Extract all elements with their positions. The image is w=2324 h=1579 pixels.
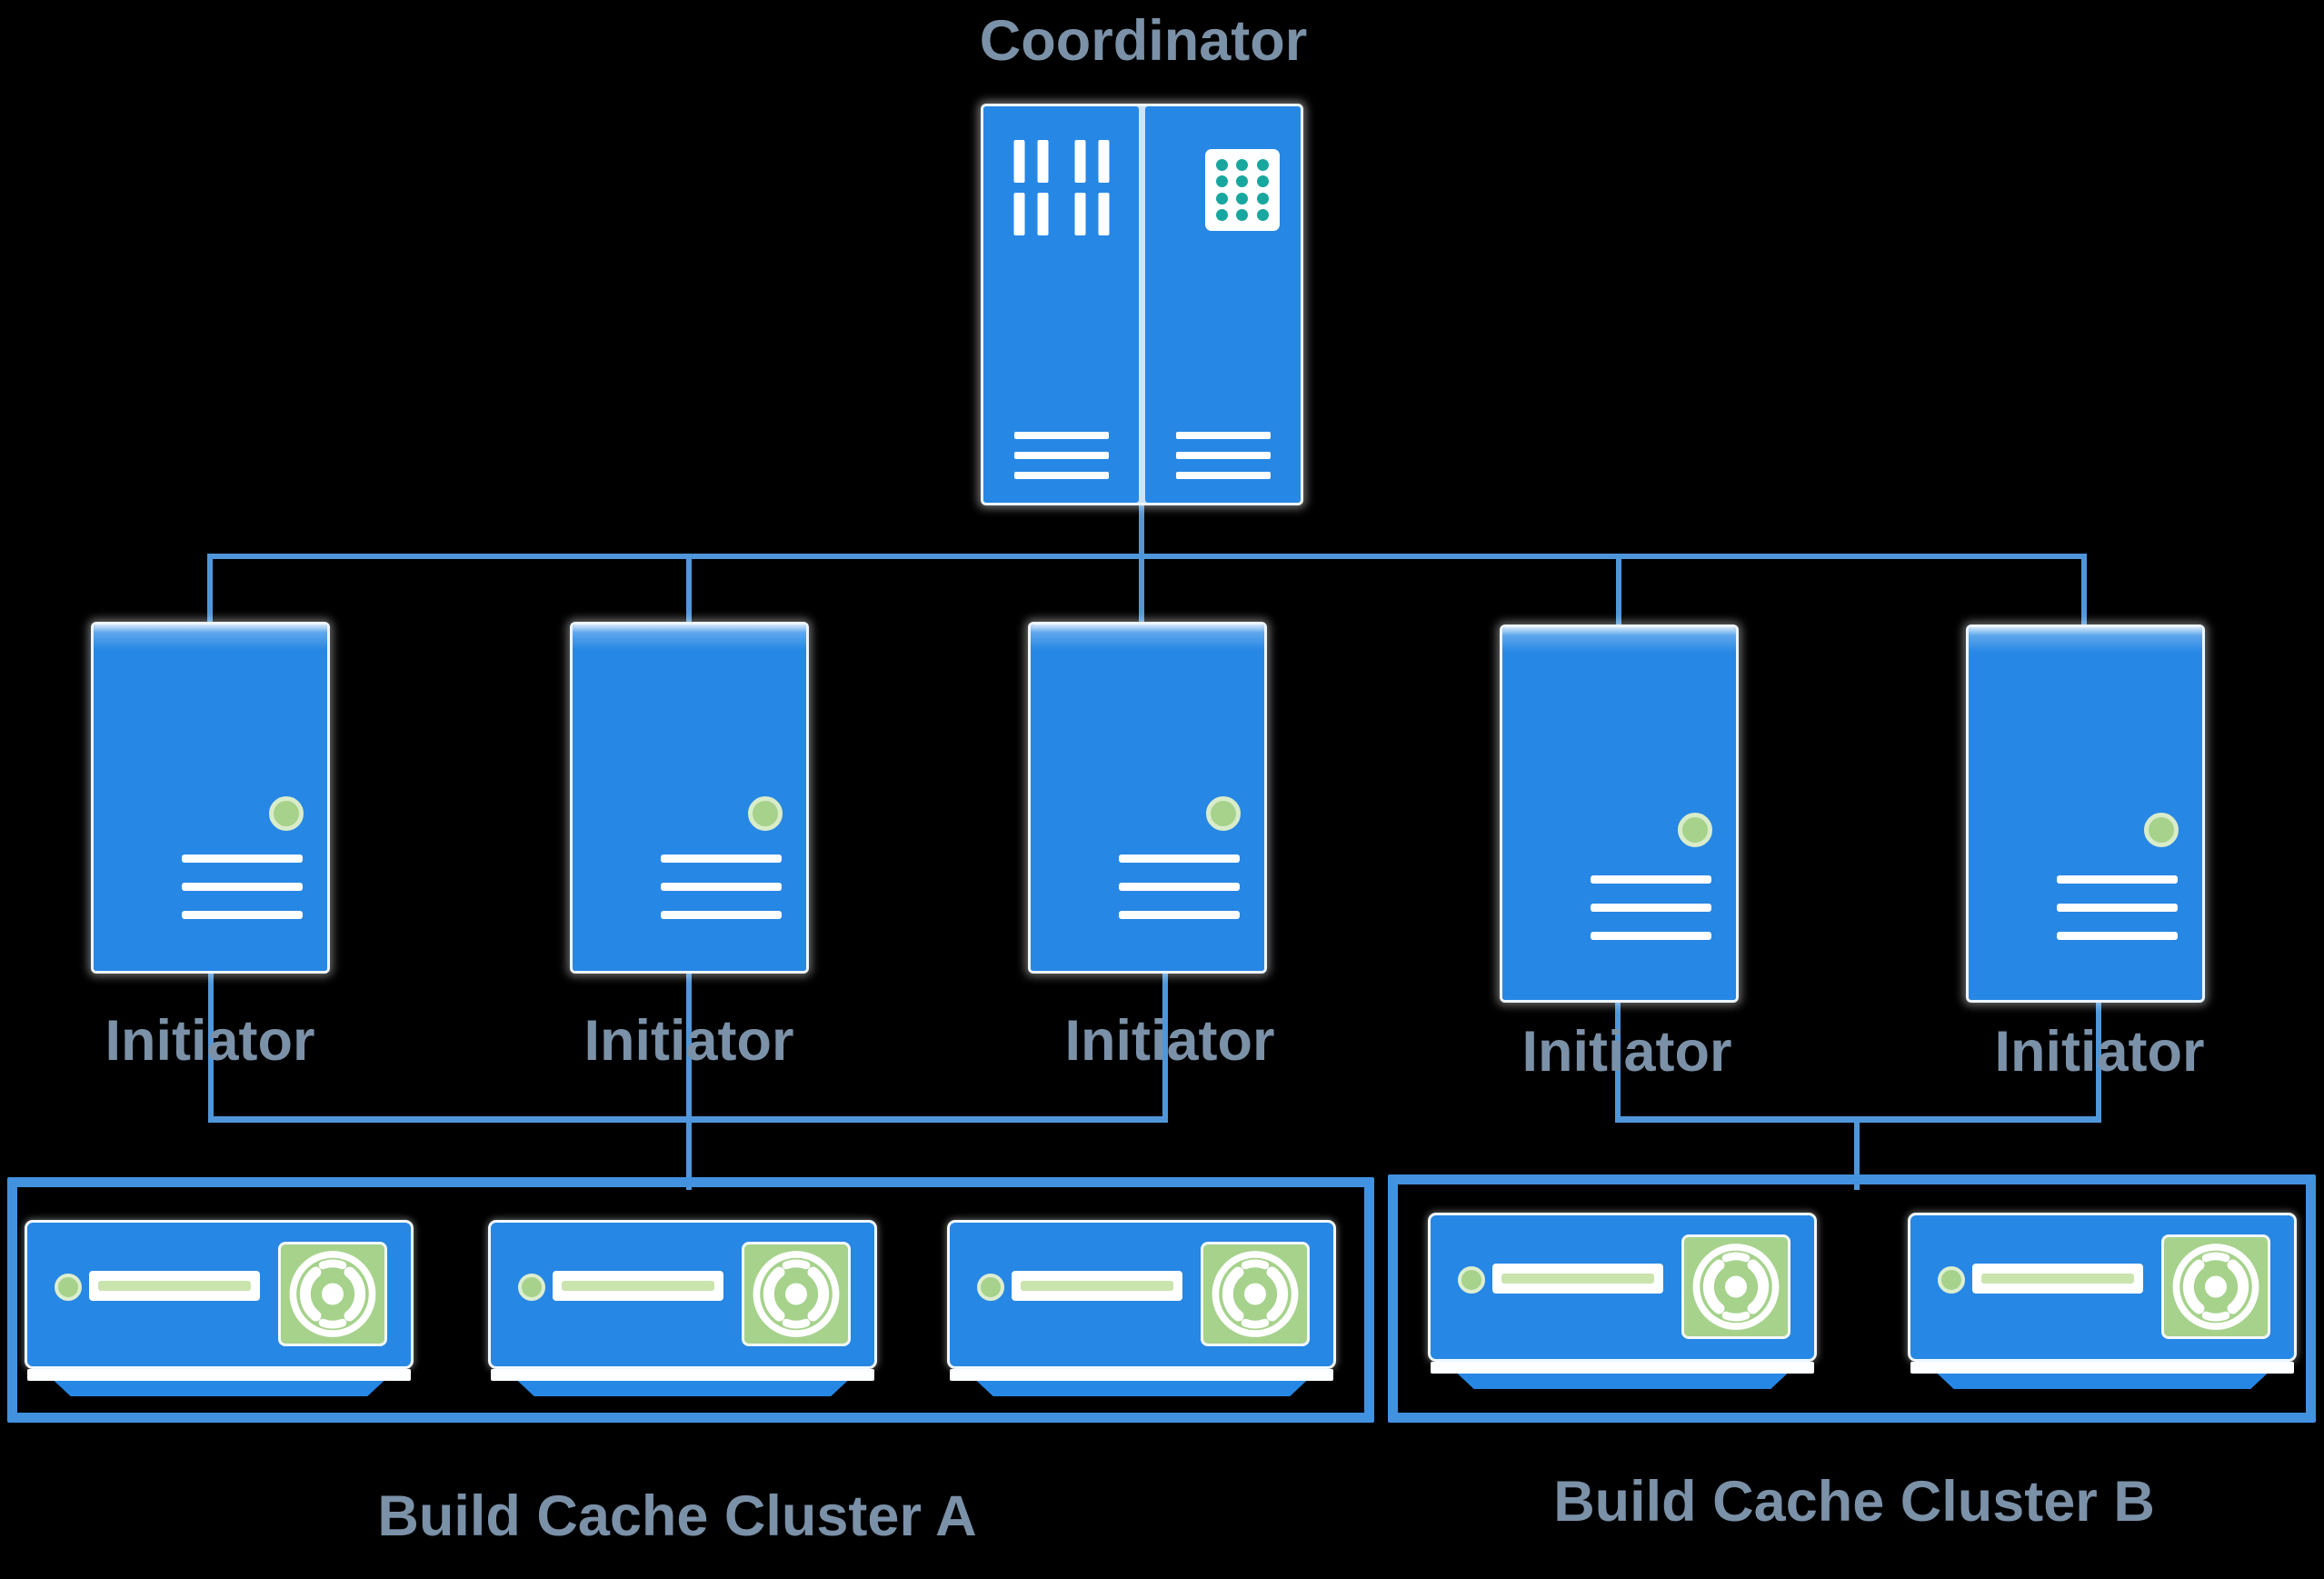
cache-server-base [1431,1362,1814,1374]
initiator-label-2: Initiator [583,1009,794,1073]
cache-server-front [491,1223,874,1366]
vent-lines-icon [1013,432,1109,479]
vent-lines-icon [661,854,782,920]
cluster-a-label: Build Cache Cluster A [377,1484,977,1548]
cache-server [1910,1215,2294,1389]
cache-server-stand [1937,1374,2268,1389]
initiator-label-4: Initiator [1521,1020,1732,1084]
connector-stub-initiator-1 [207,554,213,627]
connector-drop-initiator-3 [1162,967,1168,1122]
vent-lines-icon [1175,432,1271,479]
led-icon [269,795,304,831]
cache-server [1431,1215,1814,1389]
led-icon [1678,813,1712,848]
initiator-label-5: Initiator [1994,1020,2205,1084]
drive-slot-icon [1492,1264,1663,1294]
cache-server-base [491,1369,874,1381]
fan-icon [1203,1244,1307,1344]
connector-drop-initiator-2 [686,967,692,1190]
led-icon [2144,813,2179,848]
rack-panel-right [1145,106,1301,503]
initiator-label-3: Initiator [1064,1009,1275,1073]
connector-stub-initiator-2 [686,554,692,627]
connector-join-cluster-a [208,1116,1168,1123]
led-icon [1458,1266,1485,1294]
connector-drop-cluster-b [1854,1116,1860,1190]
connector-drop-initiator-4 [1615,996,1621,1122]
led-icon [748,795,783,831]
cache-server-stand [54,1381,384,1396]
connector-coordinator-drop [1139,501,1144,629]
initiator-node-3 [1031,625,1264,971]
cluster-b-box [1388,1174,2316,1423]
drive-slot-icon [89,1271,260,1301]
led-icon [1206,795,1241,831]
led-icon [977,1274,1004,1301]
fan-icon [2164,1237,2268,1336]
cluster-a-box [7,1177,1374,1423]
led-icon [518,1274,545,1301]
connector-bus-line [207,554,2087,559]
drive-slot-icon [553,1271,723,1301]
led-icon [1938,1266,1965,1294]
connector-stub-initiator-4 [1616,554,1621,631]
fan-icon [744,1244,848,1344]
cache-server-stand [517,1381,848,1396]
cache-server-stand [976,1381,1307,1396]
cache-server-front [27,1223,411,1366]
vent-lines-icon [2057,874,2178,940]
rack-panel-left [983,106,1139,503]
cache-server-base [27,1369,411,1381]
cache-server [491,1223,874,1396]
vent-lines-icon [1591,874,1711,940]
initiator-label-1: Initiator [105,1009,315,1073]
cache-server-base [950,1369,1333,1381]
connector-drop-initiator-1 [208,967,214,1122]
led-icon [55,1274,82,1301]
cache-server [950,1223,1333,1396]
vent-lines-icon [182,854,303,920]
fan-icon [281,1244,384,1344]
initiator-node-5 [1969,627,2202,1000]
cache-server-stand [1457,1374,1788,1389]
cache-server [27,1223,411,1396]
initiator-node-4 [1502,627,1736,1000]
vent-lines-icon [1119,854,1240,920]
initiator-node-1 [94,625,327,971]
connector-drop-initiator-5 [2096,996,2101,1122]
connector-stub-initiator-5 [2081,554,2087,631]
cache-server-base [1910,1362,2294,1374]
coordinator-label: Coordinator [979,9,1308,73]
cache-server-front [1910,1215,2294,1359]
cluster-b-label: Build Cache Cluster B [1553,1470,2155,1534]
drive-slot-icon [1012,1271,1182,1301]
dot-grid-icon [1205,149,1280,231]
vent-slats-icon [1013,140,1109,245]
coordinator-node [983,106,1301,503]
cache-server-front [1431,1215,1814,1359]
fan-icon [1684,1237,1788,1336]
initiator-node-2 [573,625,806,971]
cache-server-front [950,1223,1333,1366]
drive-slot-icon [1972,1264,2143,1294]
